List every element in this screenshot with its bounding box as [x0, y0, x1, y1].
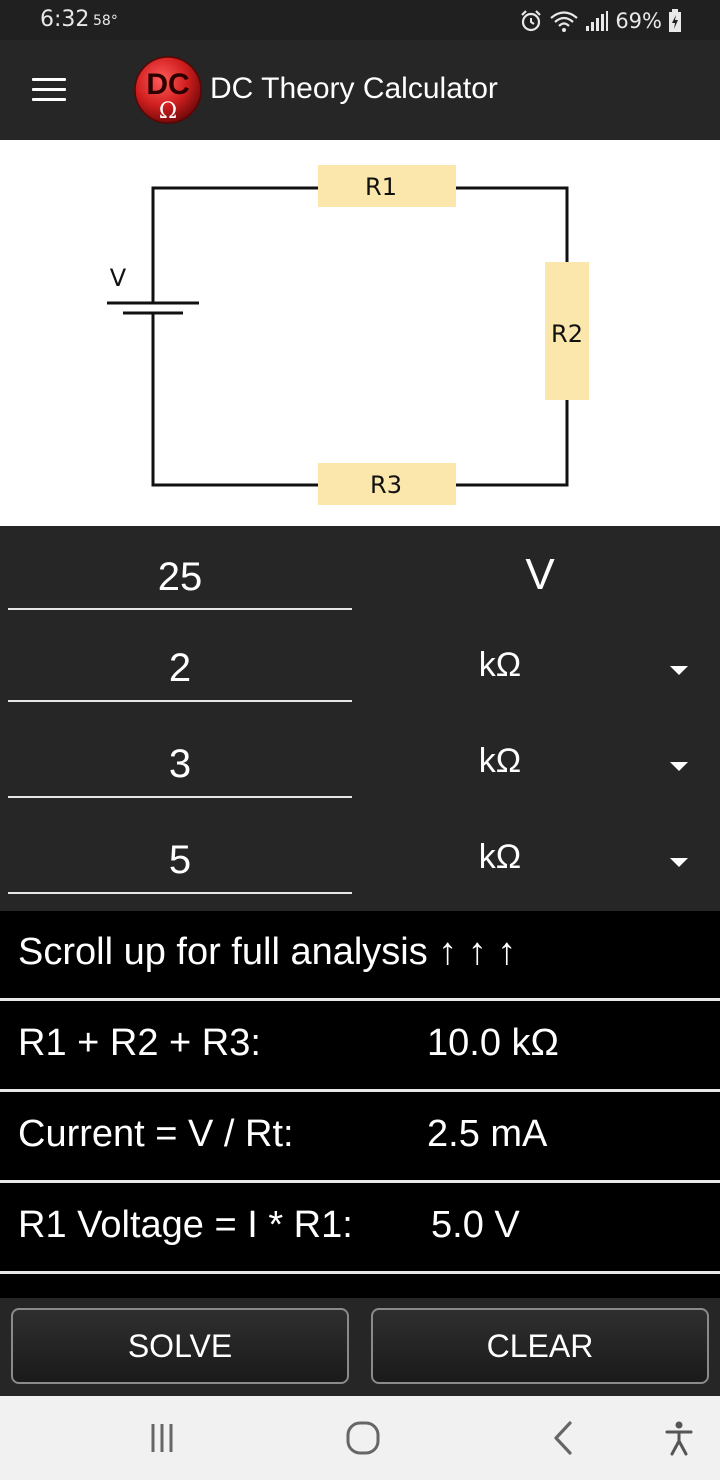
wifi-icon	[550, 11, 579, 32]
result-value: 5.0 V	[431, 1204, 520, 1246]
signal-icon	[586, 11, 609, 31]
r2-input[interactable]: 3	[8, 736, 352, 798]
r2-unit-dropdown-icon[interactable]	[670, 762, 688, 771]
clear-button[interactable]: CLEAR	[371, 1308, 709, 1384]
r1-unit-select[interactable]: kΩ	[478, 646, 522, 684]
battery-percent: 69%	[615, 9, 662, 33]
result-value: 10.0 kΩ	[427, 1022, 559, 1064]
r1-unit-dropdown-icon[interactable]	[670, 666, 688, 675]
battery-charging-icon	[669, 9, 681, 32]
system-nav-bar	[0, 1396, 720, 1480]
status-icons: 69%	[519, 8, 682, 34]
result-label: R1 Voltage = I * R1:	[18, 1204, 353, 1246]
result-row: R1 + R2 + R3: 10.0 kΩ	[0, 1002, 720, 1092]
back-icon[interactable]	[543, 1418, 583, 1458]
accessibility-icon[interactable]	[659, 1418, 699, 1458]
r2-label: R2	[551, 320, 583, 348]
result-row: Current = V / Rt: 2.5 mA	[0, 1093, 720, 1183]
resistor-r2	[545, 262, 589, 400]
r2-unit-select[interactable]: kΩ	[478, 742, 522, 780]
logo-symbol: Ω	[159, 99, 177, 124]
r3-unit-select[interactable]: kΩ	[478, 838, 522, 876]
app-title: DC Theory Calculator	[210, 72, 498, 105]
scroll-hint: Scroll up for full analysis ↑ ↑ ↑	[18, 931, 517, 973]
resistor-r1	[318, 165, 456, 207]
result-row: R1 Voltage = I * R1: 5.0 V	[0, 1184, 720, 1274]
app-bar: DC Ω DC Theory Calculator	[0, 40, 720, 140]
r3-unit-dropdown-icon[interactable]	[670, 858, 688, 867]
result-label: R1 + R2 + R3:	[18, 1022, 261, 1064]
circuit-wires	[151, 186, 569, 487]
input-panel: 25 V 2 kΩ 3 kΩ 5 kΩ	[0, 526, 720, 911]
r3-input[interactable]: 5	[8, 832, 352, 894]
status-temperature: 58°	[93, 13, 118, 29]
alarm-icon	[521, 10, 542, 32]
result-label: Current = V / Rt:	[18, 1113, 294, 1155]
status-bar: 6:32 58° 69%	[0, 0, 720, 40]
r1-input[interactable]: 2	[8, 640, 352, 702]
r3-label: R3	[370, 471, 402, 499]
logo-text: DC	[146, 68, 189, 101]
solve-button[interactable]: SOLVE	[11, 1308, 349, 1384]
scroll-hint-row: Scroll up for full analysis ↑ ↑ ↑	[0, 911, 720, 1001]
circuit-diagram: V R1 R2 R3	[0, 140, 720, 526]
status-time: 6:32	[40, 7, 90, 32]
app-logo: DC Ω	[134, 56, 202, 124]
circuit-svg: V R1 R2 R3	[107, 165, 589, 505]
resistor-r3	[318, 463, 456, 505]
r1-label: R1	[365, 173, 397, 201]
source-label: V	[110, 264, 127, 292]
recent-apps-icon[interactable]	[142, 1418, 182, 1458]
results-panel: Scroll up for full analysis ↑ ↑ ↑ R1 + R…	[0, 911, 720, 1300]
voltage-input[interactable]: 25	[8, 548, 352, 610]
menu-icon[interactable]	[32, 78, 66, 102]
battery-symbol	[107, 301, 199, 315]
voltage-unit: V	[525, 550, 555, 599]
button-bar: SOLVE CLEAR	[0, 1298, 720, 1396]
result-value: 2.5 mA	[427, 1113, 548, 1155]
home-icon[interactable]	[343, 1418, 383, 1458]
